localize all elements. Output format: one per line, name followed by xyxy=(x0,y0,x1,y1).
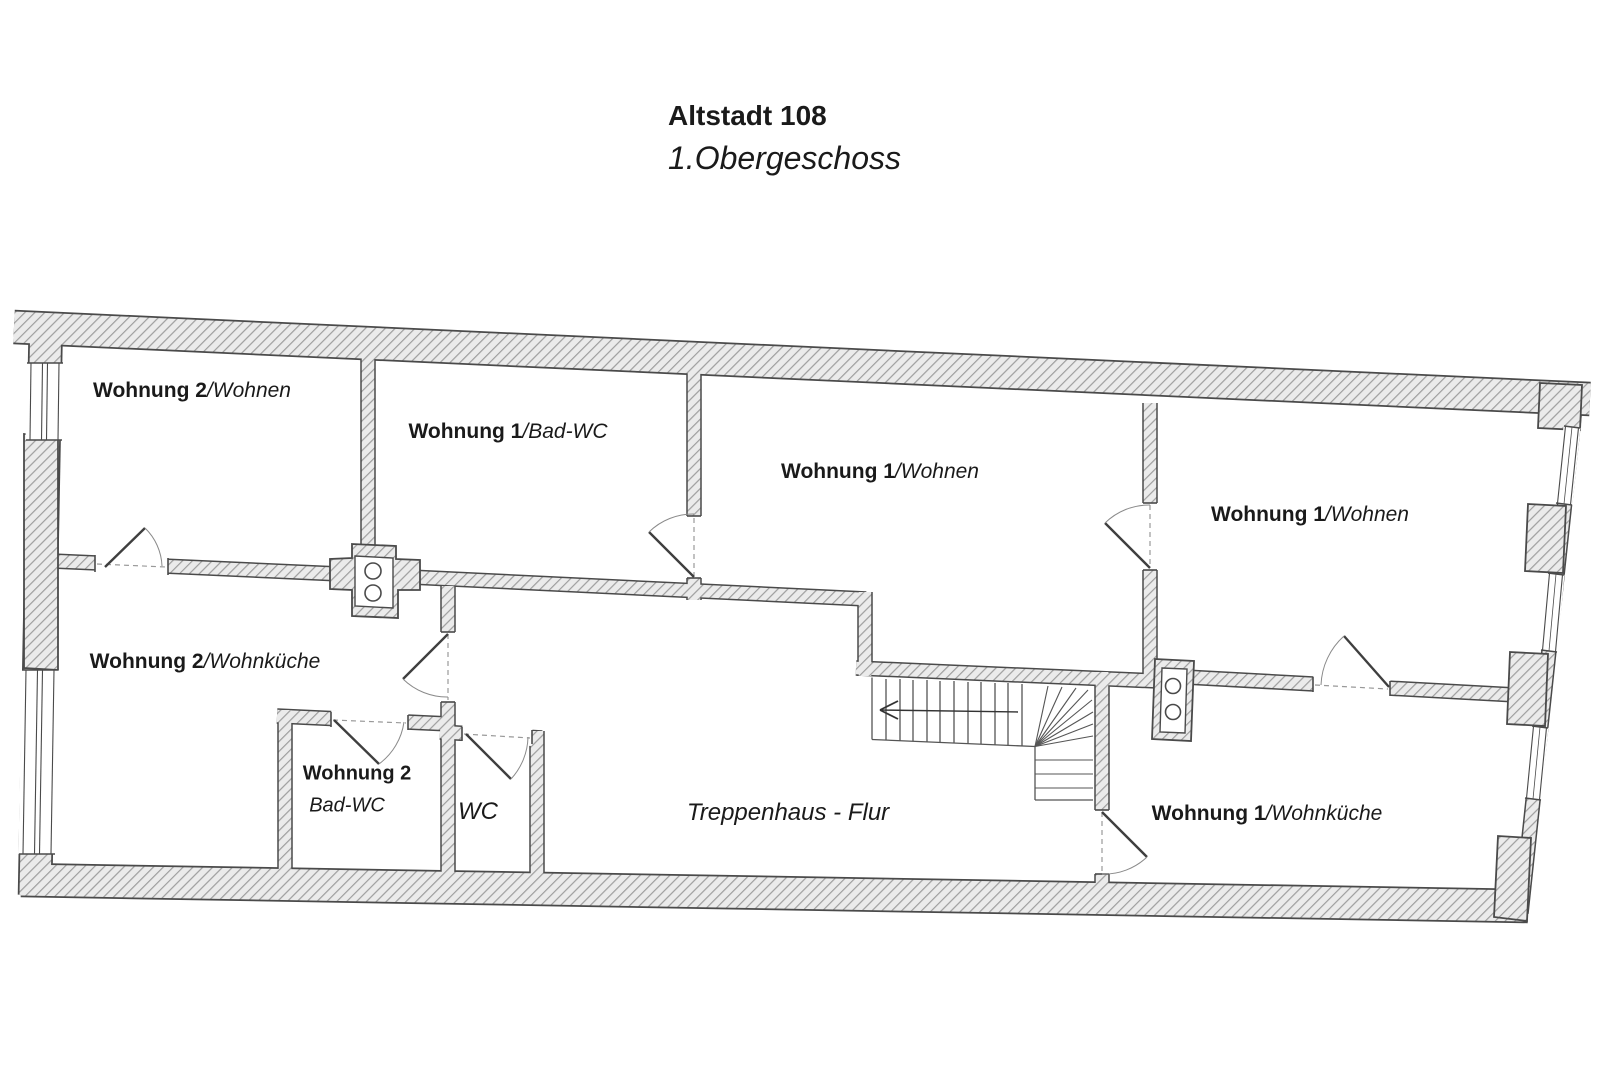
room-label-wohnung1-wohnen-rechts: Wohnung 1/Wohnen xyxy=(1211,503,1409,526)
window-glazing xyxy=(22,362,1580,855)
plan-subtitle: 1.Obergeschoss xyxy=(668,140,902,177)
room-label-wc: WC xyxy=(458,798,498,825)
chimney-right xyxy=(1151,658,1195,742)
plan-title: Altstadt 108 xyxy=(668,100,827,131)
winder-treads xyxy=(1034,685,1094,789)
room-label-wohnung2-wohnkueche: Wohnung 2/Wohnküche xyxy=(89,650,321,673)
door-swings xyxy=(104,504,1390,875)
stair-direction-arrow xyxy=(879,700,1019,720)
door-thresholds xyxy=(96,505,1389,872)
staircase xyxy=(871,677,1094,801)
room-label-wohnung1-bad-wc: Wohnung 1/Bad-WC xyxy=(408,420,608,443)
opening-gaps xyxy=(18,362,1581,874)
room-label-wohnung1-wohnen-mitte: Wohnung 1/Wohnen xyxy=(781,460,979,483)
room-label-wohnung2-bad-wc-z1: Wohnung 2 xyxy=(302,762,412,785)
room-label-wohnung2-wohnen: Wohnung 2/Wohnen xyxy=(93,379,291,402)
wall-piers xyxy=(23,382,1583,923)
room-label-wohnung1-wohnkueche: Wohnung 1/Wohnküche xyxy=(1151,802,1383,825)
room-label-wohnung2-bad-wc-z2: Bad-WC xyxy=(309,794,385,817)
jamb-caps xyxy=(19,362,1581,875)
wall-hatch xyxy=(13,311,1591,922)
chimney-left xyxy=(329,543,421,619)
room-label-treppenhaus-flur: Treppenhaus - Flur xyxy=(686,799,890,826)
plan-title-block: Altstadt 108 1.Obergeschoss xyxy=(668,100,901,177)
